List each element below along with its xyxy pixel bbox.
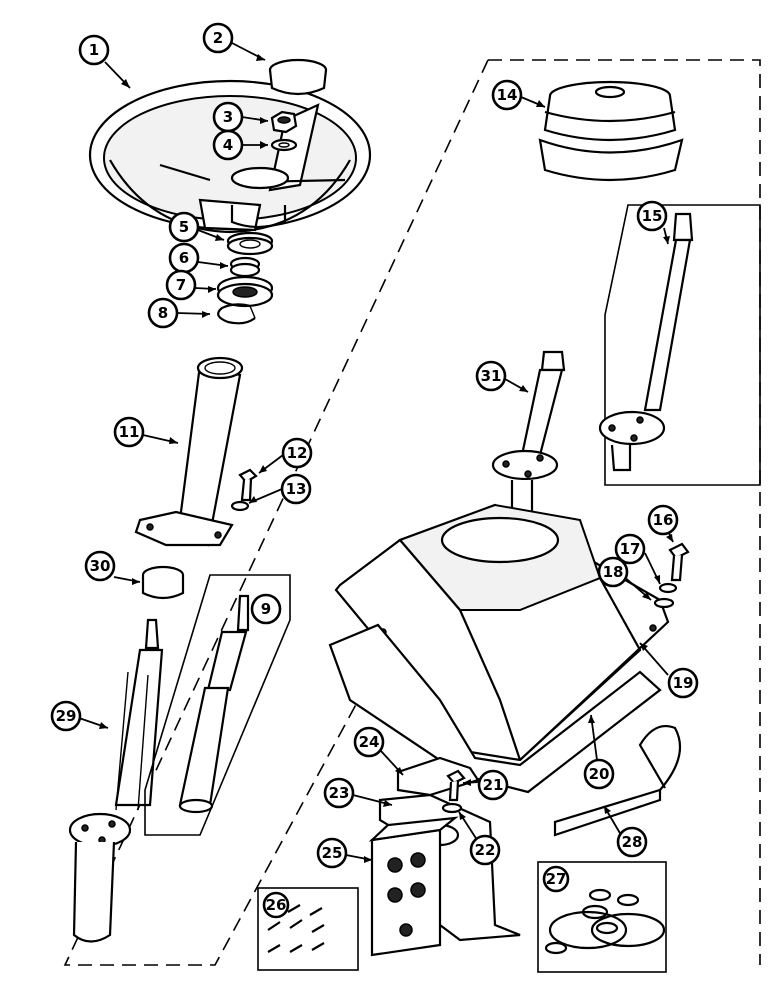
callout-25: 25 [316,837,348,869]
callout-4: 4 [212,129,244,161]
callout-24: 24 [353,726,385,758]
callout-label: 15 [642,207,663,225]
callout-label: 19 [673,674,694,692]
callout-label: 6 [179,249,189,267]
callout-label: 9 [261,600,271,618]
callout-label: 27 [546,870,567,888]
callout-14: 14 [491,79,523,111]
callout-22: 22 [469,834,501,866]
horn-cap [268,58,328,96]
callout-label: 29 [56,707,77,725]
callout-label: 16 [653,511,674,529]
callout-label: 17 [620,540,641,558]
arrowheads [99,54,673,863]
callout-label: 13 [286,480,307,498]
steering-control-unit [368,816,459,957]
callout-label: 21 [483,776,504,794]
callout-29: 29 [50,700,82,732]
callout-26: 26 [262,891,290,919]
callout-2: 2 [202,22,234,54]
ball-bearing [216,275,274,308]
o-rings [544,888,666,955]
callout-3: 3 [212,101,244,133]
callout-label: 31 [481,367,502,385]
callout-label: 14 [497,86,518,104]
rubber-boot [538,80,684,182]
washer [270,138,298,152]
callout-30: 30 [84,550,116,582]
callout-label: 7 [176,276,186,294]
callout-8: 8 [147,297,179,329]
callout-label: 20 [589,765,610,783]
pedestal-housing [334,503,670,776]
callout-9: 9 [250,593,282,625]
column-tube [134,356,244,547]
callout-label: 5 [179,218,189,236]
callout-12: 12 [281,437,313,469]
bracket-bolt [446,769,466,802]
alternate-shaft [178,594,250,814]
upper-shaft-box [604,204,761,486]
callout-21: 21 [477,769,509,801]
callout-1: 1 [78,34,110,66]
callout-label: 11 [119,423,140,441]
callout-label: 24 [359,733,380,751]
housing-flat-washer [653,597,675,609]
callout-6: 6 [168,242,200,274]
callout-18: 18 [597,556,629,588]
steering-shaft [68,618,164,943]
callout-label: 1 [89,41,99,59]
callout-label: 22 [475,841,496,859]
callout-17: 17 [614,533,646,565]
callout-19: 19 [667,667,699,699]
bolt [238,468,258,502]
callout-13: 13 [280,473,312,505]
bushing [141,565,185,600]
callout-5: 5 [168,211,200,243]
callout-label: 18 [603,563,624,581]
seal-ring [226,231,274,256]
callout-label: 30 [90,557,111,575]
callout-label: 28 [622,833,643,851]
dashed-group-boundary-left [63,59,489,966]
lower-shaft [491,350,566,518]
housing-lock-washer [658,582,678,594]
callout-27: 27 [542,865,570,893]
callout-15: 15 [636,200,668,232]
callout-28: 28 [616,826,648,858]
spacer-ring [229,256,261,278]
callout-label: 8 [158,304,168,322]
callout-23: 23 [323,777,355,809]
callout-label: 23 [329,784,350,802]
callout-label: 25 [322,844,343,862]
callout-20: 20 [583,758,615,790]
callout-label: 4 [223,136,233,154]
clip-kit-box [257,887,359,971]
seal-kit-box [537,861,667,973]
callout-16: 16 [647,504,679,536]
callout-label: 12 [287,444,308,462]
snap-ring [217,303,256,325]
callout-11: 11 [113,416,145,448]
lock-washer [230,500,250,512]
alt-shaft-box [144,574,291,836]
gasket [328,623,662,794]
callout-31: 31 [475,360,507,392]
callout-7: 7 [165,269,197,301]
dashed-group-boundary [488,59,761,965]
upper-shaft [598,212,694,472]
callout-label: 2 [213,29,223,47]
callout-label: 26 [266,896,287,914]
callout-label: 3 [223,108,233,126]
nut [270,110,298,134]
bracket-washer [441,802,463,814]
housing-bolt [668,542,690,582]
